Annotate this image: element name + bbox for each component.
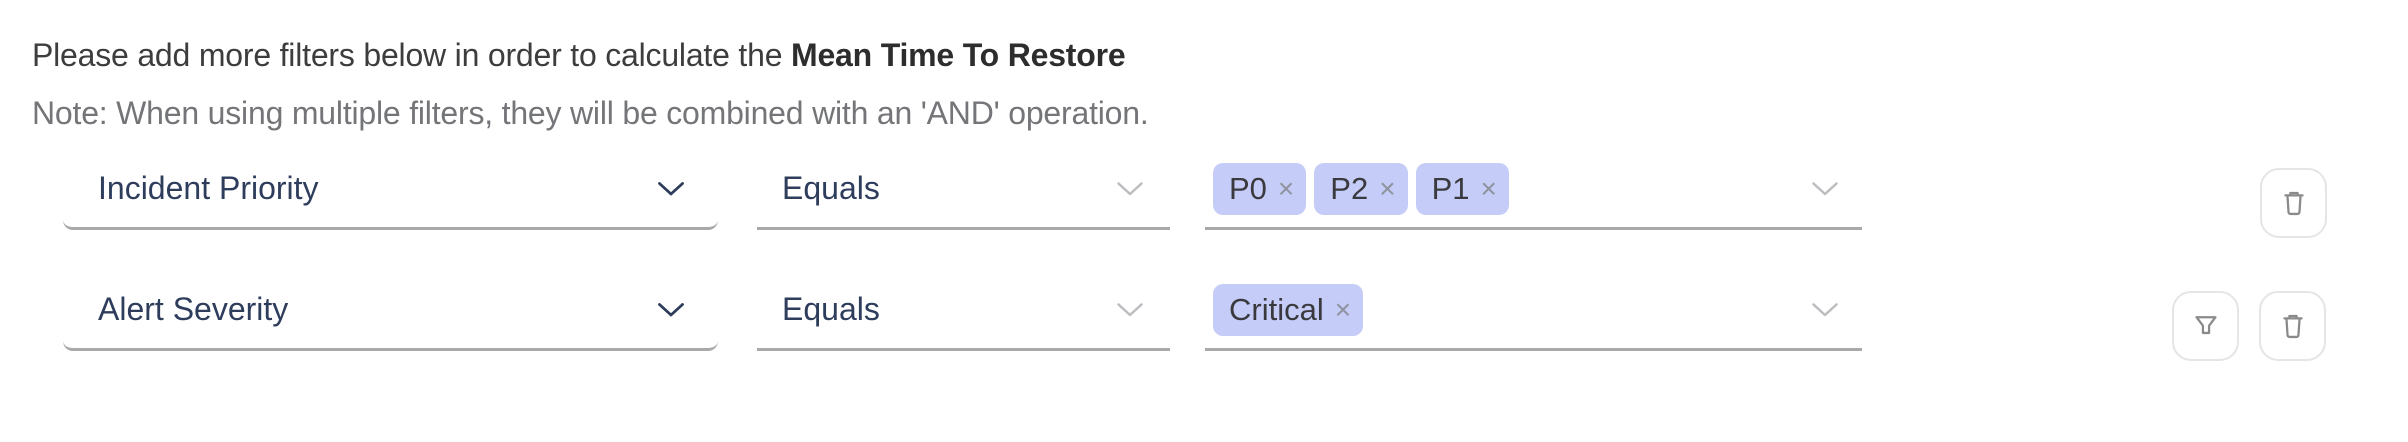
chevron-down-icon	[1117, 302, 1143, 316]
remove-tag-icon[interactable]: ×	[1480, 172, 1497, 204]
remove-tag-icon[interactable]: ×	[1379, 172, 1396, 204]
value-tag-label: P0	[1229, 170, 1267, 206]
delete-filter-button[interactable]	[2260, 168, 2327, 238]
operator-select[interactable]: Equals	[757, 150, 1170, 230]
value-tag: P2 ×	[1314, 162, 1408, 215]
operator-select-value: Equals	[782, 170, 880, 206]
values-multiselect[interactable]: P0 × P2 × P1 ×	[1205, 150, 1862, 230]
and-operation-note: Note: When using multiple filters, they …	[32, 95, 1149, 131]
chevron-down-icon	[658, 302, 684, 316]
filter-funnel-icon	[2194, 316, 2217, 335]
remove-tag-icon[interactable]: ×	[1277, 172, 1295, 204]
row-actions	[2260, 168, 2327, 238]
metric-name: Mean Time To Restore	[791, 37, 1126, 73]
operator-select[interactable]: Equals	[757, 271, 1170, 351]
chevron-down-icon	[1812, 302, 1838, 316]
row-actions	[2172, 291, 2326, 361]
operator-select-value: Equals	[782, 291, 880, 327]
values-multiselect[interactable]: Critical ×	[1205, 271, 1862, 351]
filter-row: Incident Priority Equals P0 × P2 × P1 ×	[63, 150, 1862, 230]
intro-text: Please add more filters below in order t…	[32, 36, 1126, 74]
attribute-select-value: Alert Severity	[98, 291, 289, 327]
value-tag: P0 ×	[1213, 162, 1307, 215]
attribute-select-value: Incident Priority	[98, 170, 319, 206]
value-tag: Critical ×	[1213, 283, 1364, 336]
trash-icon	[2282, 314, 2303, 339]
value-tag: P1 ×	[1415, 162, 1509, 215]
attribute-select[interactable]: Incident Priority	[63, 150, 718, 230]
filter-row: Alert Severity Equals Critical ×	[63, 271, 1862, 351]
value-tag-label: P1	[1431, 170, 1470, 206]
value-tag-label: P2	[1330, 170, 1369, 206]
value-tag-label: Critical	[1229, 291, 1324, 327]
trash-icon	[2283, 191, 2304, 216]
delete-filter-button[interactable]	[2259, 291, 2326, 361]
chevron-down-icon	[658, 181, 684, 195]
attribute-select[interactable]: Alert Severity	[63, 271, 718, 351]
chevron-down-icon	[1117, 181, 1143, 195]
selected-values: P0 × P2 × P1 ×	[1213, 162, 1509, 215]
remove-tag-icon[interactable]: ×	[1334, 293, 1352, 325]
apply-filter-button[interactable]	[2172, 291, 2239, 361]
chevron-down-icon	[1812, 181, 1838, 195]
intro-text-normal: Please add more filters below in order t…	[32, 37, 791, 73]
selected-values: Critical ×	[1213, 283, 1364, 336]
